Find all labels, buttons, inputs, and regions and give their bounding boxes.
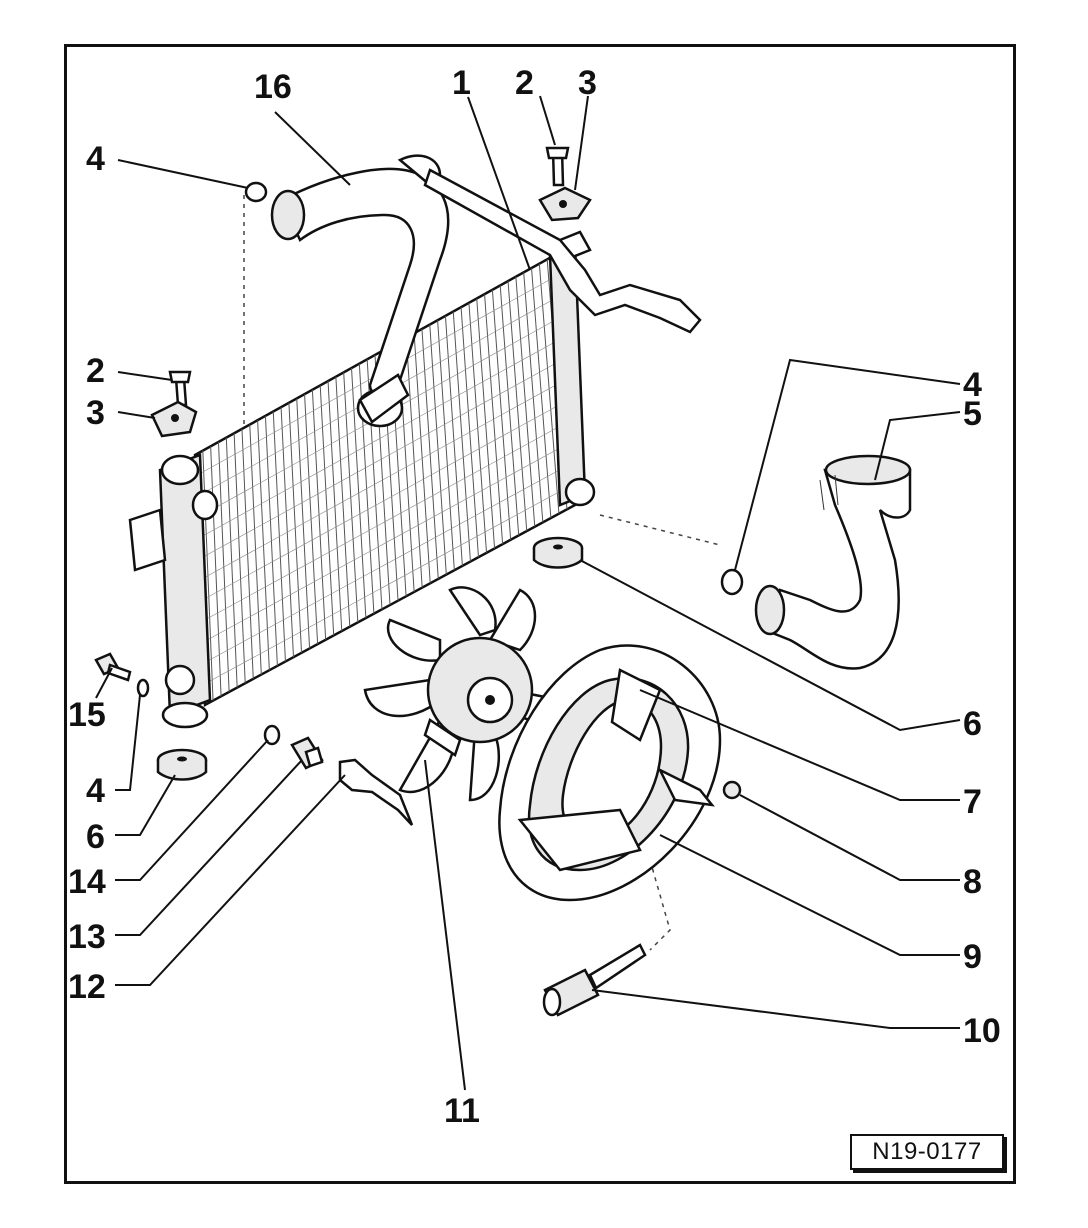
o-ring-small (136, 678, 150, 698)
callout-8: 8 (963, 863, 982, 901)
callout-9: 9 (963, 938, 982, 976)
callout-labels: 16 1 2 3 4 2 3 4 5 6 7 8 9 10 11 15 4 6 … (68, 64, 1001, 1130)
alignment-line-sensor (649, 859, 671, 951)
callout-1: 1 (452, 64, 471, 102)
rubber-mount-left (156, 748, 208, 781)
diagram-frame (64, 44, 1016, 1184)
bolt-top (545, 146, 570, 187)
nut (722, 780, 742, 800)
upper-coolant-hose (270, 154, 450, 428)
callout-14: 14 (68, 863, 106, 901)
thermo-switch-13 (290, 736, 324, 770)
callout-4-lower: 4 (86, 772, 105, 810)
callout-5: 5 (963, 395, 982, 433)
callout-12: 12 (68, 968, 106, 1006)
alignment-line-right (599, 514, 721, 546)
callout-15: 15 (68, 696, 106, 734)
callout-13: 13 (68, 918, 106, 956)
screw-15 (94, 652, 132, 682)
figure-code: N19-0177 (850, 1134, 1004, 1170)
callout-6-left: 6 (86, 818, 105, 856)
rubber-mount-right (532, 536, 584, 569)
temperature-sensor (542, 943, 647, 1017)
callout-11: 11 (444, 1092, 480, 1130)
callout-10: 10 (963, 1012, 1001, 1050)
callout-16: 16 (254, 68, 292, 106)
callout-4-top: 4 (86, 140, 105, 178)
bracket-pipe (423, 168, 702, 334)
lower-coolant-hose (754, 454, 912, 670)
radiator (128, 230, 596, 729)
o-ring-top (244, 181, 268, 203)
rubber-bracket-left (150, 400, 198, 438)
callout-4-right: 4 (963, 366, 982, 404)
bolt-left (168, 370, 192, 407)
leader-lines (95, 95, 961, 1091)
clip-12 (338, 758, 414, 826)
callout-7: 7 (963, 783, 982, 821)
callout-2-left: 2 (86, 352, 105, 390)
callout-3-left: 3 (86, 394, 105, 432)
rubber-bracket-top (538, 186, 592, 222)
fan (363, 586, 562, 802)
callout-6-right: 6 (963, 705, 982, 743)
callout-2-top: 2 (515, 64, 534, 102)
o-ring-right (720, 568, 744, 596)
callout-3-top: 3 (578, 64, 597, 102)
o-ring-bottom (263, 724, 281, 746)
